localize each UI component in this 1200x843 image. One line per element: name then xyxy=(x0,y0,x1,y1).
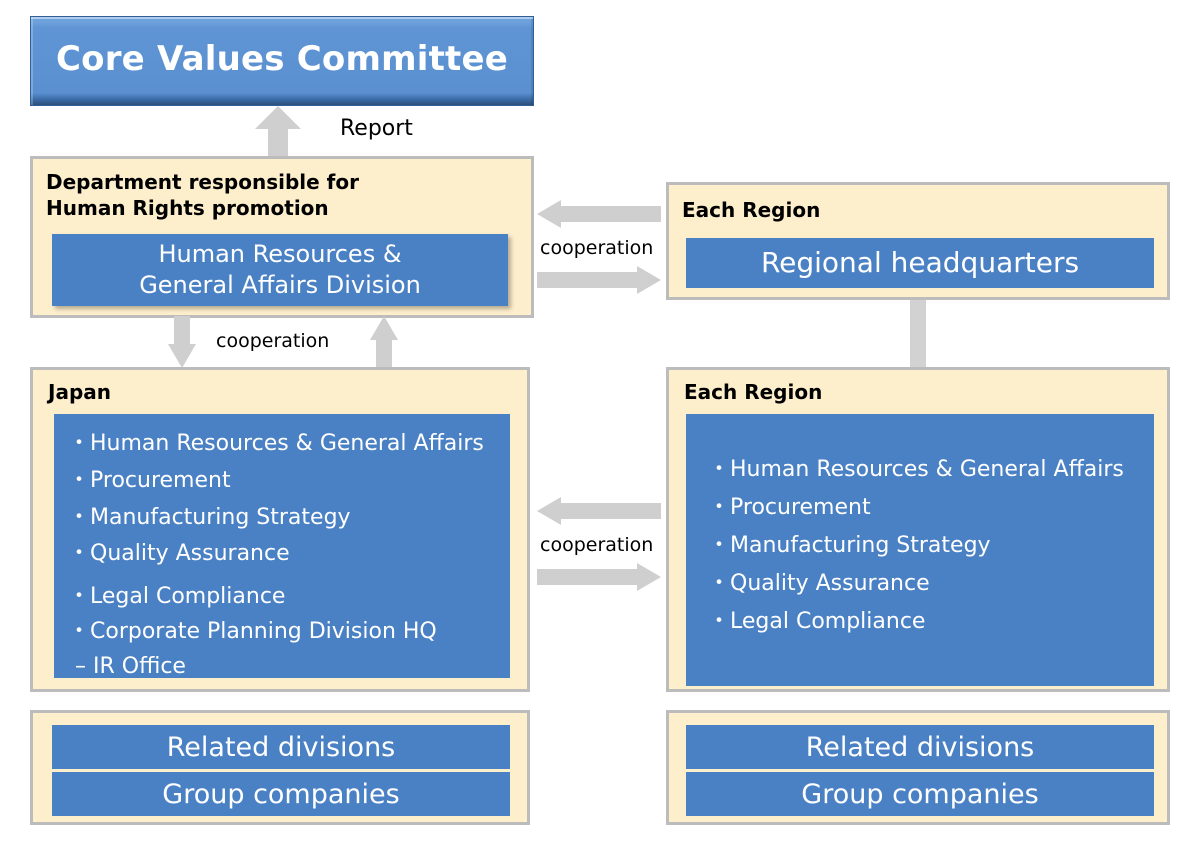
cooperation-arrow-left-bottom xyxy=(537,497,661,525)
region-related-divisions-label: Related divisions xyxy=(805,731,1035,763)
list-item: ・Legal Compliance xyxy=(68,584,286,609)
report-label: Report xyxy=(340,116,413,141)
regional-headquarters-heading: Each Region xyxy=(682,198,821,222)
region-functions-list: ・Human Resources & General Affairs ・Proc… xyxy=(708,456,1148,633)
list-item: ・Manufacturing Strategy xyxy=(708,533,991,558)
hr-general-affairs-division-label: Human Resources & General Affairs Divisi… xyxy=(139,240,421,299)
cooperation-arrow-down xyxy=(168,316,196,368)
list-item: ・Legal Compliance xyxy=(708,609,926,634)
list-item: ・Human Resources & General Affairs xyxy=(708,457,1124,482)
list-item: ・Procurement xyxy=(68,468,231,493)
japan-group-companies-box: Group companies xyxy=(52,772,510,816)
cooperation-arrow-up xyxy=(370,316,398,368)
core-values-committee-label: Core Values Committee xyxy=(55,39,508,79)
region-group-companies-label: Group companies xyxy=(801,778,1039,810)
regional-headquarters-label: Regional headquarters xyxy=(760,246,1080,280)
department-responsible-heading: Department responsible for Human Rights … xyxy=(46,170,359,220)
japan-related-divisions-label: Related divisions xyxy=(166,731,396,763)
japan-related-divisions-box: Related divisions xyxy=(52,725,510,769)
list-item: ・Corporate Planning Division HQ xyxy=(68,619,437,644)
cooperation-label-dept-japan: cooperation xyxy=(216,330,330,352)
core-values-committee-box: Core Values Committee xyxy=(30,16,534,106)
cooperation-label-japan-region: cooperation xyxy=(540,534,654,556)
region-related-divisions-box: Related divisions xyxy=(686,725,1154,769)
list-item: ・Procurement xyxy=(708,495,871,520)
report-arrow-up xyxy=(255,106,301,158)
region-heading: Each Region xyxy=(684,380,823,404)
list-item: ・Human Resources & General Affairs xyxy=(68,431,484,456)
japan-group-companies-label: Group companies xyxy=(162,778,400,810)
japan-functions-list: ・Human Resources & General Affairs ・Proc… xyxy=(68,430,508,678)
cooperation-arrow-right-bottom xyxy=(537,563,661,591)
cooperation-label-dept-region: cooperation xyxy=(540,237,654,259)
region-group-companies-box: Group companies xyxy=(686,772,1154,816)
list-item: – IR Office xyxy=(68,654,186,679)
list-item: ・Quality Assurance xyxy=(68,541,290,566)
list-item: ・Quality Assurance xyxy=(708,571,930,596)
list-item: ・Manufacturing Strategy xyxy=(68,505,351,530)
japan-heading: Japan xyxy=(48,380,111,404)
hr-general-affairs-division-box: Human Resources & General Affairs Divisi… xyxy=(52,234,508,306)
cooperation-arrow-left-top xyxy=(537,200,661,228)
japan-functions-box xyxy=(54,414,510,678)
regional-headquarters-box: Regional headquarters xyxy=(686,238,1154,288)
regional-hq-to-region-connector xyxy=(910,300,926,368)
region-functions-box xyxy=(686,414,1154,686)
cooperation-arrow-right-top xyxy=(537,266,661,294)
